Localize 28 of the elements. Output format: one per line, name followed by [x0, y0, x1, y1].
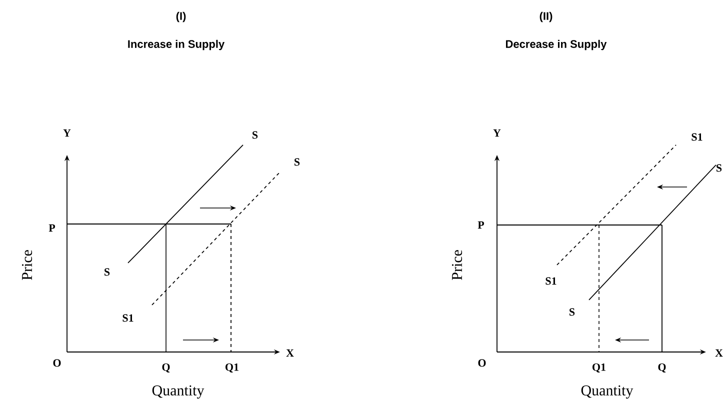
- axis-label: Y: [63, 129, 71, 137]
- axis-label: O: [53, 359, 61, 367]
- axis-title: Quantity: [152, 385, 204, 399]
- curve-label: S: [104, 268, 110, 276]
- curve-label: S1: [122, 314, 134, 322]
- axis-title: Price: [452, 250, 462, 280]
- panel-number: (II): [540, 12, 552, 22]
- curve-label: S: [252, 131, 258, 139]
- axis-label: P: [48, 224, 56, 232]
- axis-title: Price: [22, 250, 32, 280]
- axis-label: O: [478, 359, 486, 367]
- axis-label: Q1: [592, 363, 606, 373]
- curve-label: S: [294, 158, 300, 166]
- axis-label: X: [715, 349, 723, 357]
- panel-title: Increase in Supply: [128, 40, 225, 50]
- axis-title: Quantity: [581, 385, 634, 399]
- axis-label: P: [478, 221, 484, 229]
- curve-label: S1: [546, 277, 556, 285]
- panel-number: (I): [176, 12, 186, 22]
- axis-label: Q: [162, 363, 170, 373]
- axis-label: Q: [658, 363, 666, 373]
- curve-label: S: [570, 308, 575, 316]
- panel-title: Decrease in Supply: [506, 40, 607, 50]
- axis-label: X: [286, 349, 294, 357]
- curve-label: S: [716, 164, 722, 172]
- axis-label: Y: [493, 129, 501, 137]
- axis-label: Q1: [226, 363, 238, 373]
- curve-label: S1: [692, 133, 702, 141]
